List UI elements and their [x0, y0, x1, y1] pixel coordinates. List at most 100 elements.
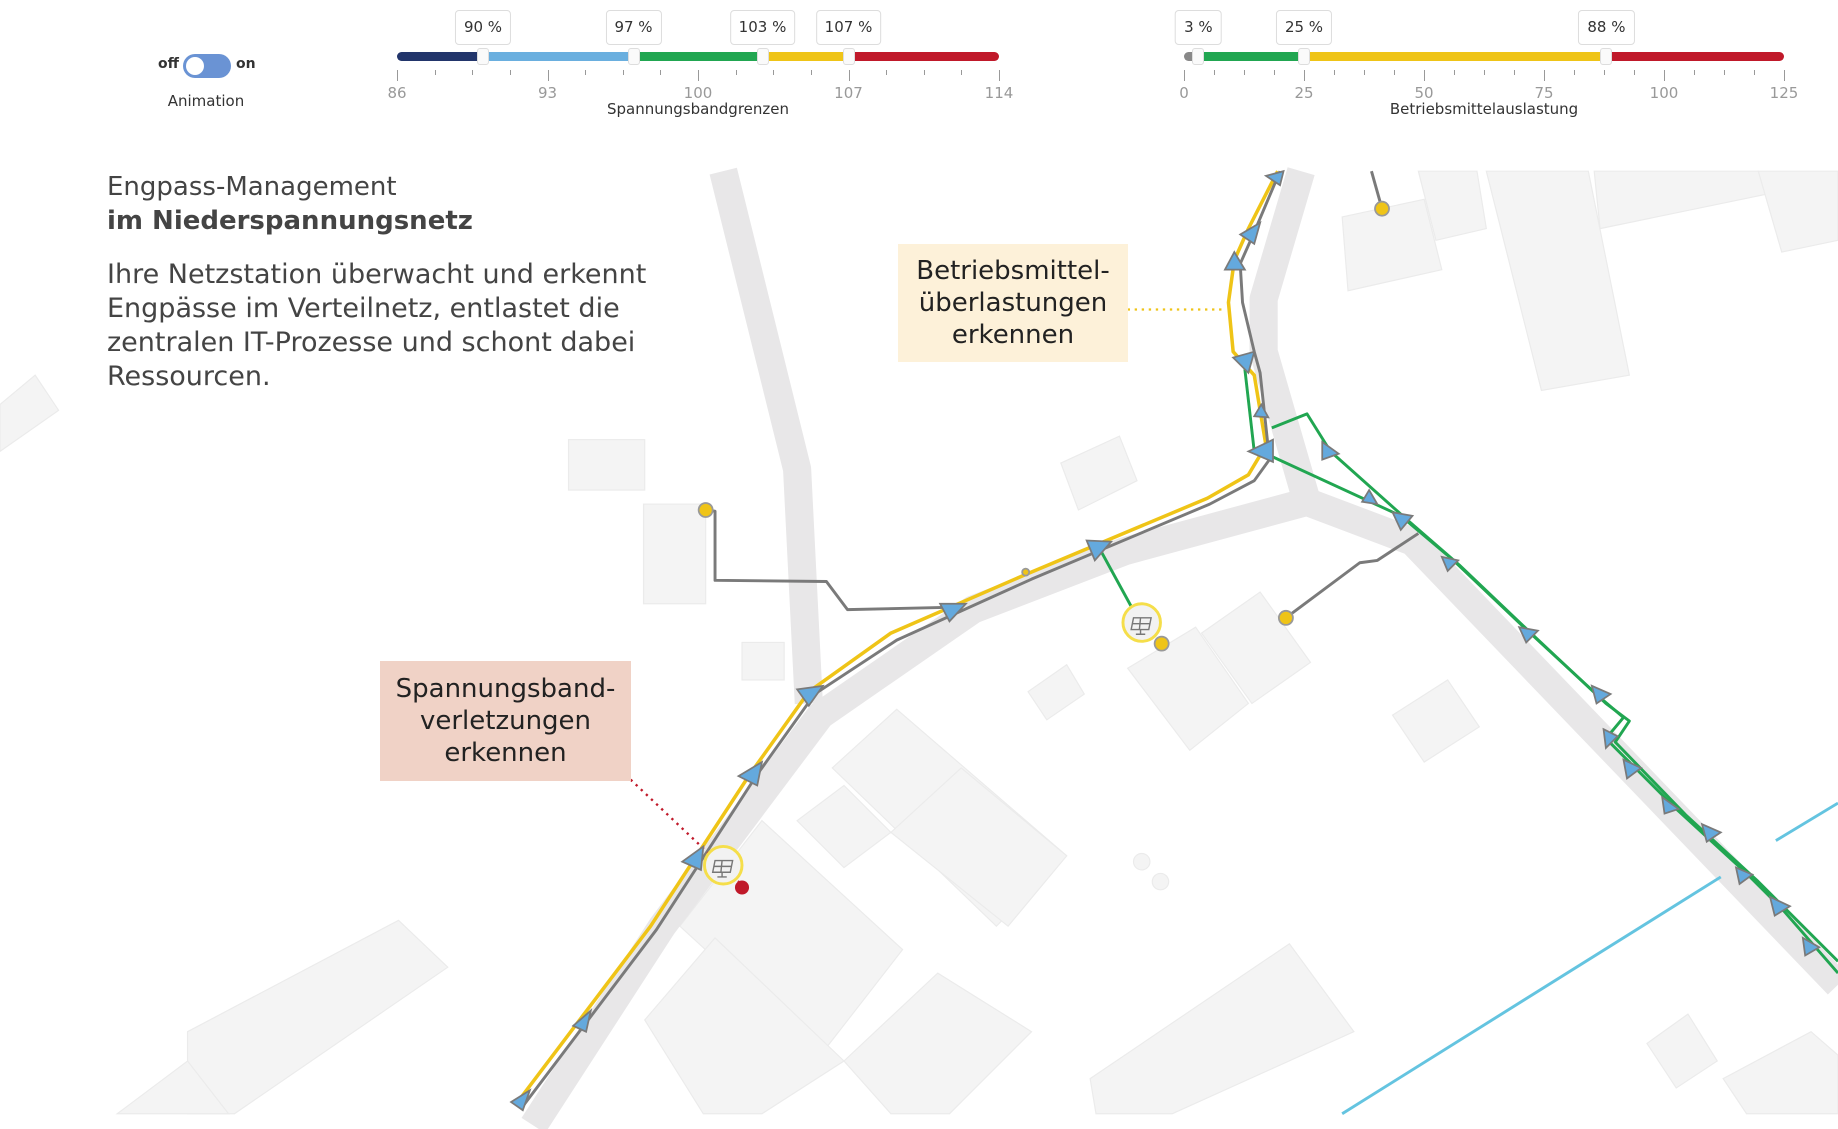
slider-segment	[1303, 52, 1607, 61]
nodes[interactable]	[697, 200, 1390, 895]
minor-tick	[886, 70, 888, 75]
tick-label: 93	[537, 84, 558, 102]
major-tick	[1184, 70, 1185, 81]
minor-tick	[1364, 70, 1365, 75]
minor-tick	[923, 70, 925, 75]
minor-tick	[434, 70, 436, 75]
arrow-icon	[1661, 795, 1681, 815]
overload-callout: Betriebsmittel- überlastungen erkennen	[898, 244, 1128, 362]
major-tick	[1784, 70, 1785, 81]
slider-handle[interactable]	[1600, 48, 1613, 65]
intro-paragraph: Ihre Netzstation überwacht und erkennt E…	[107, 259, 647, 392]
tick-label: 107	[834, 84, 863, 102]
solar-panel-icon[interactable]	[1121, 602, 1162, 643]
house-connection-node[interactable]	[1153, 635, 1170, 652]
callout-line: Spannungsband-	[395, 674, 616, 704]
toggle-switch[interactable]	[183, 54, 231, 78]
arrow-icon	[571, 1008, 593, 1033]
intro-text: Engpass-Management im Niederspannungsnet…	[107, 170, 667, 394]
slider-handle[interactable]	[842, 48, 855, 65]
voltage-violation-callout: Spannungsband- verletzungen erkennen	[380, 661, 631, 781]
arrow-icon	[1734, 866, 1755, 886]
minor-tick	[1334, 70, 1335, 75]
slider-handle[interactable]	[1298, 48, 1310, 65]
major-tick	[698, 70, 699, 81]
slider-handle[interactable]	[477, 48, 489, 65]
slider-title: Betriebsmittelauslastung	[1389, 100, 1579, 118]
minor-tick	[1634, 70, 1635, 75]
house-connection-node[interactable]	[1374, 200, 1390, 217]
voltage-violation-node[interactable]	[734, 880, 750, 895]
toggle-knob[interactable]	[186, 57, 204, 75]
tick-label: 86	[387, 84, 407, 102]
animation-caption: Animation	[167, 92, 245, 110]
arrow-icon	[938, 602, 968, 623]
slider-segment	[1184, 52, 1199, 61]
slider-segment	[848, 52, 999, 61]
arrow-icon	[1602, 727, 1620, 750]
arrow-icon	[1238, 220, 1262, 246]
minor-tick	[1514, 70, 1515, 75]
slider-track[interactable]	[397, 52, 999, 61]
arrow-icon	[1223, 250, 1247, 271]
handle-value-badge: 3 %	[1175, 10, 1222, 45]
minor-tick	[472, 70, 474, 75]
toggle-off-label: off	[158, 56, 179, 72]
slider-handle[interactable]	[756, 48, 769, 65]
tick-label: 100	[683, 84, 713, 102]
slider-handle[interactable]	[627, 48, 640, 65]
arrow-icon	[1700, 822, 1723, 844]
arrow-icon	[1440, 555, 1460, 573]
callout-line: überlastungen	[918, 288, 1108, 318]
slider-title: Spannungsbandgrenzen	[606, 100, 790, 118]
arrow-icon	[1231, 350, 1256, 375]
arrow-icon	[1321, 440, 1341, 461]
minor-tick	[1694, 70, 1695, 75]
handle-value-badge: 25 %	[1275, 10, 1333, 45]
arrow-icon	[1768, 895, 1792, 918]
house-connection-node[interactable]	[697, 502, 714, 518]
callout-line: verletzungen	[419, 706, 592, 736]
tick-label: 0	[1179, 84, 1189, 102]
slider-handle[interactable]	[1192, 48, 1205, 65]
roads	[521, 167, 1838, 1129]
house-connection-node[interactable]	[1021, 567, 1031, 577]
minor-tick	[1484, 70, 1485, 75]
handle-value-badge: 103 %	[729, 10, 796, 45]
intro-title: Engpass-Management	[107, 172, 397, 202]
tick-label: 50	[1414, 84, 1434, 102]
minor-tick	[660, 70, 662, 75]
arrow-icon	[1801, 936, 1822, 957]
buildings	[0, 170, 1838, 1115]
house-connection-node[interactable]	[1277, 609, 1294, 626]
tick-label: 25	[1294, 84, 1314, 102]
tick-label: 125	[1769, 84, 1799, 102]
arrow-icon	[1590, 684, 1613, 705]
arrow-icon	[1263, 169, 1285, 187]
minor-tick	[961, 70, 963, 75]
flow-arrows	[509, 169, 1822, 1112]
major-tick	[547, 70, 549, 81]
major-tick	[848, 70, 850, 81]
arrow-icon	[509, 1088, 532, 1112]
solar-panel-icon[interactable]	[703, 844, 744, 886]
arrow-icon	[1085, 539, 1114, 563]
slider-segment	[483, 52, 634, 61]
tick-label: 114	[984, 84, 1014, 102]
handle-value-badge: 88 %	[1578, 10, 1635, 45]
arrow-icon	[736, 760, 764, 787]
toggle-on-label: on	[236, 56, 256, 72]
animation-toggle[interactable]: off on	[150, 52, 270, 78]
slider-track[interactable]	[1184, 52, 1784, 61]
minor-tick	[1604, 70, 1605, 75]
major-tick	[397, 70, 398, 81]
minor-tick	[622, 70, 624, 75]
arrow-icon	[1360, 488, 1380, 506]
slider-segment	[633, 52, 763, 61]
major-tick	[1664, 70, 1665, 81]
arrow-icon	[1252, 402, 1270, 419]
major-tick	[1304, 70, 1305, 81]
